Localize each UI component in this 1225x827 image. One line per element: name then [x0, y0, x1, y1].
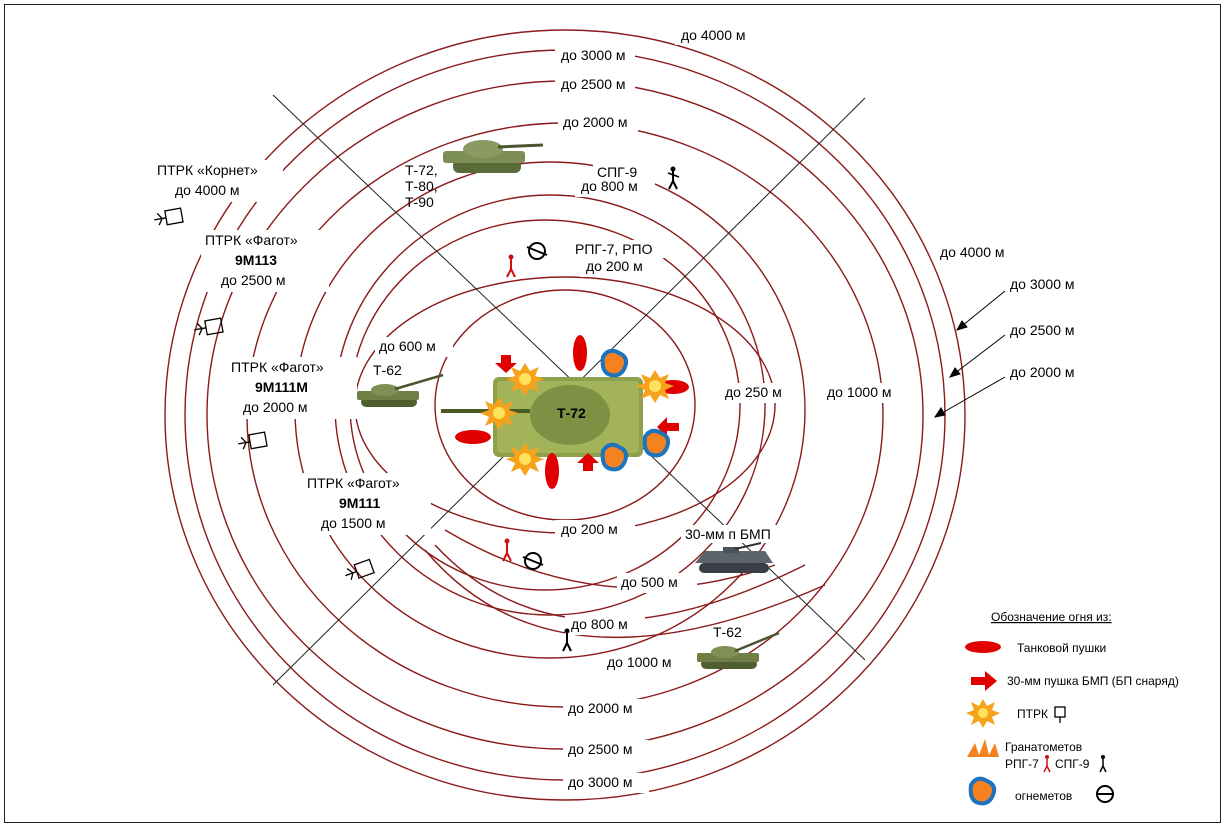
legend-rpg7-label: РПГ-7 — [1005, 757, 1039, 771]
atgm-launcher-icon — [194, 317, 224, 336]
t62-bottom-label: Т-62 — [713, 624, 742, 640]
legend-spg9-soldier-icon — [1099, 755, 1107, 773]
ring-bottom-500 — [444, 529, 776, 589]
fagot-111m-name: ПТРК «Фагот» — [231, 359, 324, 375]
ring-label-3000: до 3000 м — [561, 47, 626, 63]
atgm-launcher-icon — [238, 431, 268, 450]
legend-atgm-launcher-icon — [1054, 706, 1066, 723]
center-tank-label: Т-72 — [557, 405, 586, 421]
diagram-frame: до 4000 м до 3000 м до 2500 м до 2000 м … — [4, 4, 1221, 823]
flamethrower-icon-bottom — [522, 552, 544, 570]
legend-rpg7-soldier-icon — [1043, 755, 1051, 773]
legend-bmp-gun-icon — [971, 671, 997, 691]
bmp-icon — [695, 542, 773, 573]
atgm-launcher-icons — [154, 207, 375, 581]
legend-atgm-explosion-icon — [966, 699, 1000, 728]
right-label-2000: до 2000 м — [1010, 364, 1075, 380]
ring-label-600: до 600 м — [379, 338, 436, 354]
ring-label-1000-bottom: до 1000 м — [607, 654, 672, 670]
ring-label-200-top: до 200 м — [586, 258, 643, 274]
ring-labels: до 4000 м до 3000 м до 2500 м до 2000 м … — [375, 25, 907, 793]
legend-tank-gun-label: Танковой пушки — [1017, 641, 1106, 655]
rpg-soldier-icon — [506, 254, 516, 278]
legend-flame-label: огнеметов — [1015, 789, 1072, 803]
tank-icon — [443, 140, 544, 173]
fagot-111m-range: до 2000 м — [243, 399, 308, 415]
legend-grenade-burst-icon — [967, 739, 999, 757]
ring-label-500: до 500 м — [621, 574, 678, 590]
fagot-113-name: ПТРК «Фагот» — [205, 232, 298, 248]
ring-label-2500: до 2500 м — [561, 76, 626, 92]
ring-label-200-bottom: до 200 м — [561, 521, 618, 537]
tank-type-3: Т-90 — [405, 194, 434, 210]
ring-label-250: до 250 м — [725, 384, 782, 400]
legend-tank-gun-icon — [965, 641, 1001, 653]
fagot-111-model: 9М111 — [339, 495, 380, 511]
rpg-label: РПГ-7, РПО — [575, 241, 653, 257]
kornet-range: до 4000 м — [175, 182, 240, 198]
ring-label-800-top: до 800 м — [581, 178, 638, 194]
legend-bmp-gun-label: 30-мм пушка БМП (БП снаряд) — [1007, 674, 1179, 688]
legend-atgm-label: ПТРК — [1017, 707, 1048, 721]
right-label-3000: до 3000 м — [1010, 276, 1075, 292]
atgm-explosions — [480, 363, 674, 476]
tank-gun-fire-marks — [455, 335, 689, 489]
ring-label-800-bottom: до 800 м — [571, 616, 628, 632]
legend-grenade-title: Гранатометов — [1005, 740, 1082, 754]
fagot-113-model: 9М113 — [235, 252, 277, 268]
right-range-labels: до 4000 м до 3000 м до 2500 м до 2000 м — [933, 244, 1075, 418]
ring-label-2500-bottom: до 2500 м — [568, 741, 633, 757]
ring-label-2000: до 2000 м — [563, 114, 628, 130]
t62-left: Т-62 — [357, 362, 444, 407]
fagot-111-name: ПТРК «Фагот» — [307, 475, 400, 491]
ring-label-3000-bottom: до 3000 м — [568, 774, 633, 790]
tank-type-2: Т-80, — [405, 178, 438, 194]
ring-label-2000-bottom: до 2000 м — [568, 700, 633, 716]
legend-title: Обозначение огня из: — [991, 610, 1112, 624]
tank-icon — [357, 373, 444, 407]
fagot-111-range: до 1500 м — [321, 515, 386, 531]
atgm-launcher-icon — [154, 207, 184, 226]
ring-label-4000: до 4000 м — [681, 27, 746, 43]
right-label-2500: до 2500 м — [1010, 322, 1075, 338]
atgm-labels: ПТРК «Корнет» до 4000 м ПТРК «Фагот» 9М1… — [153, 160, 431, 535]
range-diagram: до 4000 м до 3000 м до 2500 м до 2000 м … — [153, 25, 1179, 806]
fagot-113-range: до 2500 м — [221, 272, 286, 288]
ring-bottom-1000 — [424, 549, 826, 638]
right-label-4000: до 4000 м — [940, 244, 1005, 260]
flamethrower-icon — [526, 242, 548, 260]
spg9-soldier-icon — [667, 166, 680, 190]
ring-4000 — [164, 29, 966, 801]
kornet-name: ПТРК «Корнет» — [157, 162, 258, 178]
t62-left-label: Т-62 — [373, 362, 402, 378]
fagot-111m-model: 9М111М — [255, 379, 308, 395]
spg9-soldier-icon-bottom — [562, 628, 572, 652]
atgm-launcher-icon — [345, 558, 375, 581]
bmp-label: 30-мм п БМП — [685, 526, 771, 542]
t62-bottom: Т-62 — [697, 624, 780, 669]
tank-type-1: Т-72, — [405, 162, 438, 178]
ring-label-1000: до 1000 м — [827, 384, 892, 400]
spg9-label: СПГ-9 — [597, 164, 637, 180]
tank-icon — [697, 631, 780, 669]
legend-flamethrower-icon — [1096, 785, 1114, 803]
legend-flamethrower-fire-icon — [968, 776, 997, 806]
bmp-vehicle: 30-мм п БМП — [681, 525, 779, 573]
flamethrower-marks — [600, 348, 671, 472]
tank-group-top: Т-72, Т-80, Т-90 — [405, 140, 544, 210]
central-tank: Т-72 — [441, 335, 689, 489]
legend: Обозначение огня из: Танковой пушки 30-м… — [965, 610, 1179, 806]
legend-spg9-label: СПГ-9 — [1055, 757, 1090, 771]
rpg-soldier-icon-bottom — [502, 538, 512, 562]
